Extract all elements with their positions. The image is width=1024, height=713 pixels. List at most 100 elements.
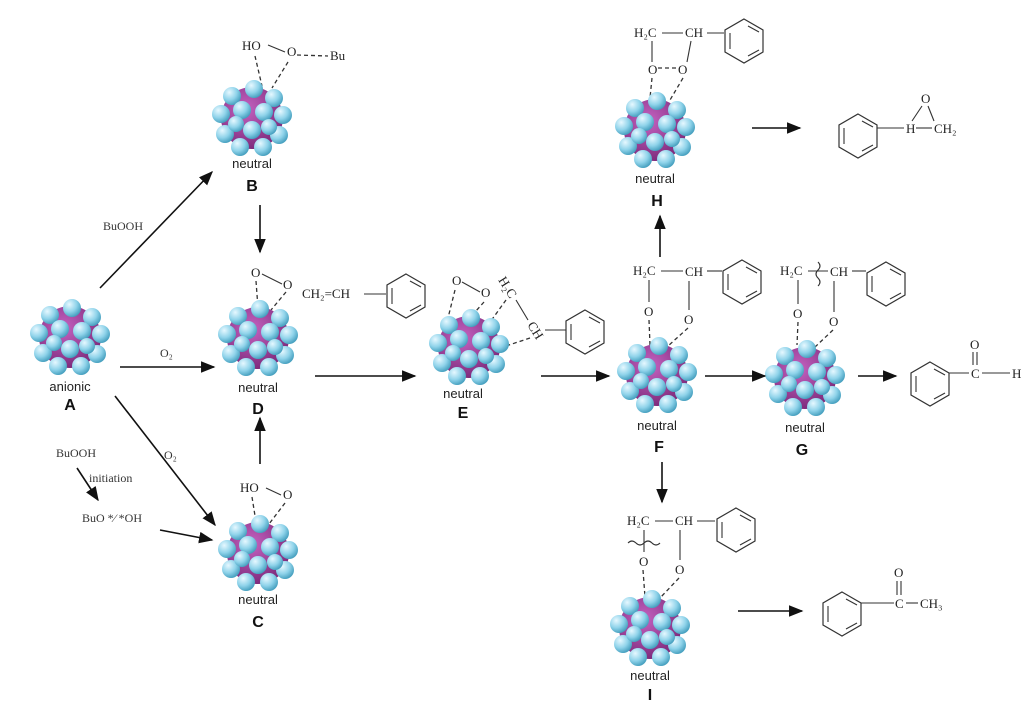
b-bu-label: Bu <box>330 48 346 63</box>
epoxide-c-o-bond-1 <box>911 105 923 122</box>
cluster-d-icon <box>218 300 298 376</box>
product-benzaldehyde: C O H <box>910 337 1021 407</box>
cluster-f-charge: neutral <box>637 418 677 433</box>
e-dash-4 <box>499 337 531 349</box>
i-o2-label: O <box>675 562 684 577</box>
ketone-ring-icon <box>822 591 862 637</box>
cluster-d-charge: neutral <box>238 380 278 395</box>
arrow-a-to-c-label: O₂ <box>164 448 177 462</box>
cluster-f: H₂C CH O O neutral F <box>617 259 762 456</box>
f-ch-label: CH <box>685 264 703 279</box>
h-ring-icon <box>724 18 764 64</box>
i-dash-1 <box>642 569 646 598</box>
b-ho-o-bond <box>267 44 286 53</box>
arrow-a-to-b-label: BuOOH <box>103 219 143 233</box>
b-ho-label: HO <box>242 38 261 53</box>
g-h2c-label: H₂C <box>780 263 803 278</box>
epoxide-h-label: H <box>906 121 915 136</box>
ketone-c-label: C <box>895 596 904 611</box>
h-dash-2 <box>669 77 684 101</box>
cluster-a-charge: anionic <box>49 379 91 394</box>
g-dash-1 <box>796 321 799 346</box>
cluster-e: O O H₂C CH neutral E <box>429 273 605 422</box>
c-ho-label: HO <box>240 480 259 495</box>
g-o2-label: O <box>829 314 838 329</box>
b-o-bu-dash <box>296 54 329 57</box>
arrow-a-to-b <box>99 170 214 289</box>
radicals-label: BuO *⁄ *OH <box>82 511 142 525</box>
i-ch-label: CH <box>675 513 693 528</box>
h-ch-label: CH <box>685 25 703 40</box>
cluster-b: HO O Bu neutral B <box>212 38 346 195</box>
arrow-initiation <box>76 467 99 502</box>
e-c-c-bond <box>515 299 529 321</box>
cluster-h-icon <box>615 92 695 168</box>
g-o1-label: O <box>793 306 802 321</box>
h-o2-label: O <box>678 62 687 77</box>
initiator-label: BuOOH <box>56 446 96 460</box>
e-dash-3 <box>487 299 507 326</box>
cluster-e-id: E <box>458 405 469 422</box>
i-dash-2 <box>659 577 680 599</box>
c-dash-2 <box>268 502 286 525</box>
epoxide-ch2-label: CH₂ <box>934 121 957 136</box>
cluster-c: HO O neutral C <box>218 480 298 631</box>
e-o2-label: O <box>481 285 490 300</box>
e-ring-icon <box>565 309 605 355</box>
f-h2c-label: H₂C <box>633 263 656 278</box>
product-styrene-oxide: H CH₂ O <box>838 91 957 159</box>
aldehyde-c-label: C <box>971 366 980 381</box>
c-ho-o-bond <box>265 487 282 496</box>
cluster-i: H₂C CH O O neutral I <box>610 507 756 704</box>
cluster-h-charge: neutral <box>635 171 675 186</box>
cluster-a: anionic A <box>30 299 110 414</box>
cluster-g-id: G <box>796 442 808 459</box>
epoxide-c-o-bond-2 <box>927 105 935 122</box>
b-o-label: O <box>287 44 296 59</box>
cluster-f-id: F <box>654 439 664 456</box>
g-ch-label: CH <box>830 264 848 279</box>
cluster-g: H₂C CH O O neutral G <box>765 261 906 459</box>
h-c-o-bond-2 <box>686 40 692 63</box>
h-h2c-label: H₂C <box>634 25 657 40</box>
cluster-d: O O neutral D <box>218 265 298 418</box>
g-ring-icon <box>866 261 906 307</box>
arrow-a-to-d-label: O₂ <box>160 346 173 360</box>
cluster-i-icon <box>610 590 690 666</box>
reaction-arrows: BuOOH O₂ O₂ BuOOH initiation BuO *⁄ *OH <box>56 122 898 617</box>
d-dash-2 <box>270 291 287 311</box>
cluster-a-icon <box>30 299 110 375</box>
h-dash-1 <box>649 77 653 99</box>
i-h2c-label: H₂C <box>627 513 650 528</box>
f-o2-label: O <box>684 312 693 327</box>
arrow-radicals-to-c <box>159 529 214 544</box>
f-o1-label: O <box>644 304 653 319</box>
e-o-o-bond <box>461 281 481 293</box>
cluster-b-icon <box>212 80 292 156</box>
cluster-e-charge: neutral <box>443 386 483 401</box>
g-dash-2 <box>814 329 834 348</box>
cluster-e-icon <box>429 309 509 385</box>
styrene-reactant: CH₂=CH <box>302 273 426 319</box>
epoxide-ring-icon <box>838 113 878 159</box>
h-o1-label: O <box>648 62 657 77</box>
i-o1-label: O <box>639 554 648 569</box>
styrene-ring-icon <box>386 273 426 319</box>
e-h2c-label: H₂C <box>495 274 520 301</box>
cluster-f-icon <box>617 337 697 413</box>
d-o1-label: O <box>251 265 260 280</box>
d-o2-label: O <box>283 277 292 292</box>
cluster-c-id: C <box>252 614 264 631</box>
aldehyde-h-label: H <box>1012 366 1021 381</box>
cluster-b-id: B <box>246 178 258 195</box>
cluster-h: H₂C CH O O neutral H <box>615 18 764 210</box>
e-dash-1 <box>447 289 456 319</box>
aldehyde-ring-icon <box>910 361 950 407</box>
cluster-h-id: H <box>651 193 663 210</box>
cluster-a-id: A <box>64 397 76 414</box>
f-dash-1 <box>648 319 651 346</box>
cluster-g-charge: neutral <box>785 420 825 435</box>
cluster-d-id: D <box>252 401 264 418</box>
ketone-o-label: O <box>894 565 903 580</box>
ketone-ch3-label: CH₃ <box>920 596 943 611</box>
